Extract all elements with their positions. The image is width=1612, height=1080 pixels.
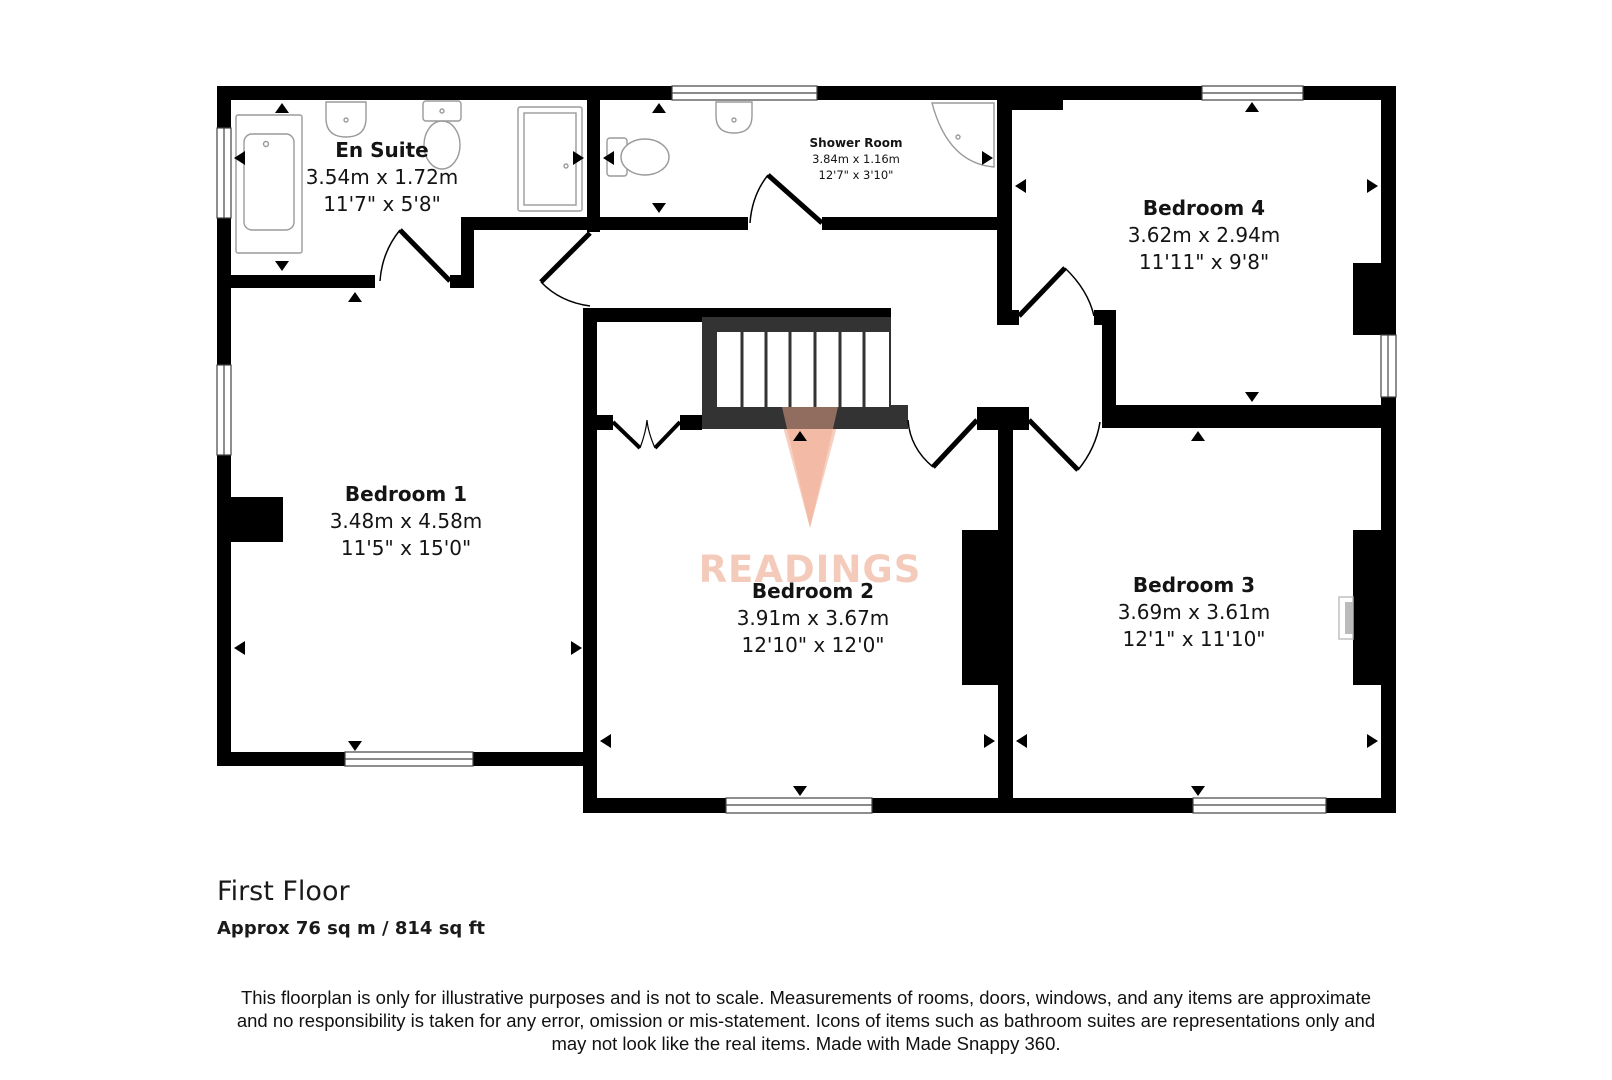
room-name: Bedroom 4 bbox=[1142, 196, 1266, 220]
room-metric: 3.62m x 2.94m bbox=[1127, 223, 1281, 247]
room-name: Shower Room bbox=[809, 136, 903, 150]
room-name: En Suite bbox=[335, 138, 429, 162]
room-metric: 3.69m x 3.61m bbox=[1117, 600, 1271, 624]
room-imperial: 12'7" x 3'10" bbox=[818, 168, 894, 182]
room-name: Bedroom 1 bbox=[344, 482, 468, 506]
room-name: Bedroom 2 bbox=[751, 579, 875, 603]
room-imperial: 11'7" x 5'8" bbox=[323, 192, 441, 216]
room-shower-room: Shower Room 3.84m x 1.16m 12'7" x 3'10" bbox=[810, 135, 903, 183]
watermark-brand-text: READINGS bbox=[698, 548, 922, 591]
room-bedroom-1: Bedroom 1 3.48m x 4.58m 11'5" x 15'0" bbox=[330, 481, 483, 562]
room-name: Bedroom 3 bbox=[1132, 573, 1256, 597]
floor-title: First Floor bbox=[217, 876, 350, 907]
disclaimer: This floorplan is only for illustrative … bbox=[200, 986, 1412, 1055]
disclaimer-line-1: This floorplan is only for illustrative … bbox=[240, 987, 1372, 1008]
disclaimer-line-2: and no responsibility is taken for any e… bbox=[236, 1010, 1376, 1031]
room-metric: 3.91m x 3.67m bbox=[736, 606, 890, 630]
room-labels: En Suite 3.54m x 1.72m 11'7" x 5'8" Show… bbox=[306, 135, 1281, 659]
doors bbox=[379, 173, 1101, 472]
room-imperial: 12'10" x 12'0" bbox=[741, 633, 885, 657]
room-bedroom-4: Bedroom 4 3.62m x 2.94m 11'11" x 9'8" bbox=[1128, 195, 1281, 276]
disclaimer-line-3: may not look like the real items. Made w… bbox=[551, 1033, 1061, 1054]
room-bedroom-2: Bedroom 2 3.91m x 3.67m 12'10" x 12'0" bbox=[737, 578, 890, 659]
room-imperial: 12'1" x 11'10" bbox=[1122, 627, 1266, 651]
floor-plan: R bbox=[216, 85, 1397, 814]
floor-area: Approx 76 sq m / 814 sq ft bbox=[217, 918, 486, 939]
room-en-suite: En Suite 3.54m x 1.72m 11'7" x 5'8" bbox=[306, 137, 459, 218]
room-imperial: 11'11" x 9'8" bbox=[1138, 250, 1270, 274]
windows bbox=[216, 85, 1397, 814]
corner-shower-icon bbox=[931, 102, 995, 168]
room-metric: 3.48m x 4.58m bbox=[329, 509, 483, 533]
bathroom-fixtures bbox=[235, 100, 1354, 640]
room-metric: 3.84m x 1.16m bbox=[812, 152, 900, 166]
room-imperial: 11'5" x 15'0" bbox=[340, 536, 472, 560]
dimension-markers bbox=[234, 102, 1378, 796]
room-bedroom-3: Bedroom 3 3.69m x 3.61m 12'1" x 11'10" bbox=[1118, 572, 1271, 653]
room-metric: 3.54m x 1.72m bbox=[305, 165, 459, 189]
